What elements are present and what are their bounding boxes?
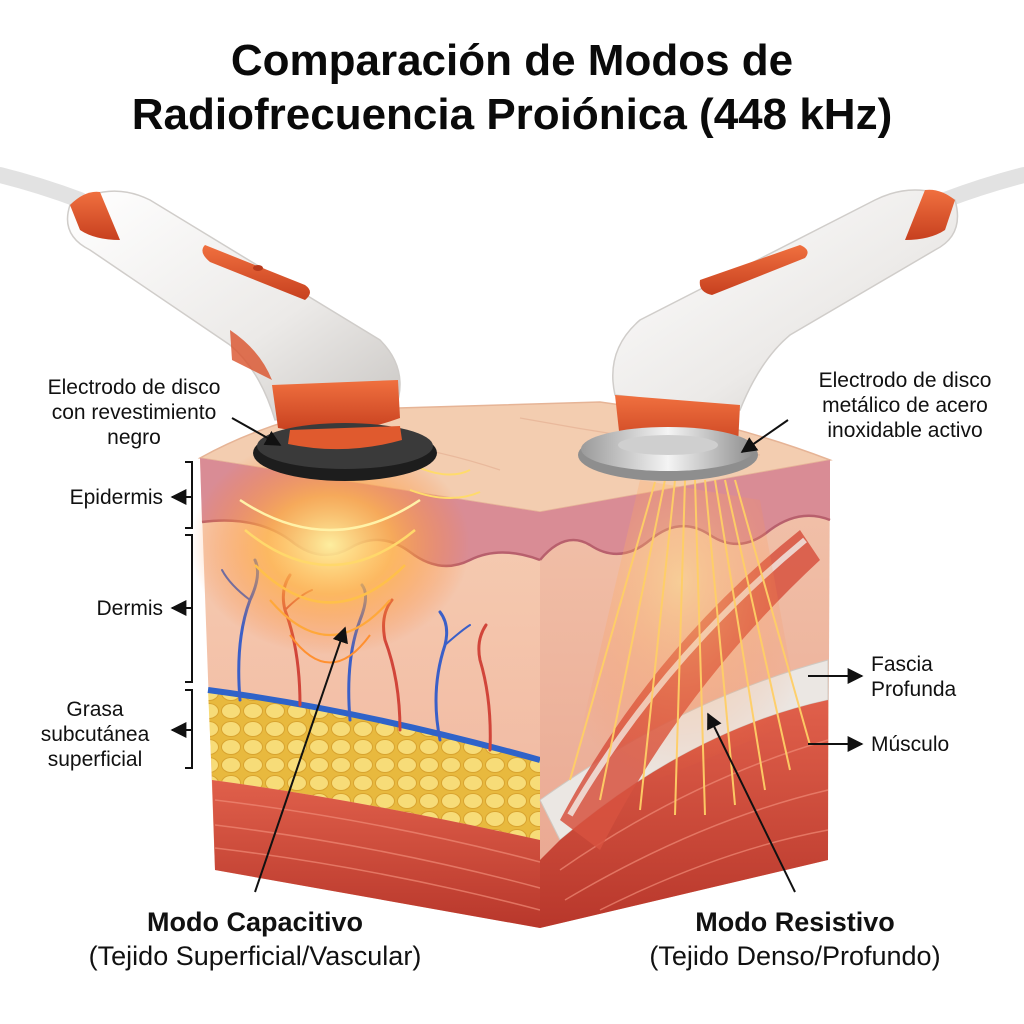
resistive-mode-name: Modo Resistivo	[695, 907, 895, 937]
capacitive-mode-caption: Modo Capacitivo (Tejido Superficial/Vasc…	[30, 905, 480, 973]
label-right-electrode: Electrodo de disco metálico de acero ino…	[818, 369, 992, 442]
label-left-electrode: Electrodo de disco con revestimiento neg…	[47, 376, 221, 449]
resistive-mode-desc: (Tejido Denso/Profundo)	[649, 941, 941, 971]
front-muscle-layer	[212, 780, 540, 928]
left-handpiece	[0, 167, 437, 481]
label-fascia: Fascia Profunda	[871, 653, 957, 701]
resistive-pointer	[707, 712, 796, 893]
right-electrode-pointer	[740, 419, 789, 453]
capacitive-mode-name: Modo Capacitivo	[146, 907, 363, 937]
capacitive-pointer	[254, 626, 348, 893]
title-line-2: Radiofrecuencia Proiónica (448 kHz)	[131, 90, 893, 139]
leader-lines	[170, 417, 864, 893]
tissue-block	[190, 401, 833, 928]
front-fat-layer	[208, 690, 540, 840]
resistive-mode-caption: Modo Resistivo (Tejido Denso/Profundo)	[590, 905, 1000, 973]
label-muscle: Músculo	[871, 733, 950, 756]
label-dermis: Dermis	[96, 597, 164, 620]
page-title: Comparación de Modos de Radiofrecuencia …	[0, 34, 1024, 142]
resistive-energy	[560, 479, 811, 820]
capacitive-mode-desc: (Tejido Superficial/Vascular)	[88, 941, 422, 971]
right-handpiece	[578, 167, 1024, 481]
side-muscle-layer	[540, 700, 828, 928]
title-line-1: Comparación de Modos de	[230, 36, 794, 85]
label-epidermis: Epidermis	[69, 486, 163, 509]
label-fat: Grasa subcutánea superficial	[40, 698, 150, 771]
capacitive-energy	[190, 435, 481, 664]
epidermis-bracket	[185, 461, 193, 529]
left-electrode-pointer	[231, 417, 282, 446]
